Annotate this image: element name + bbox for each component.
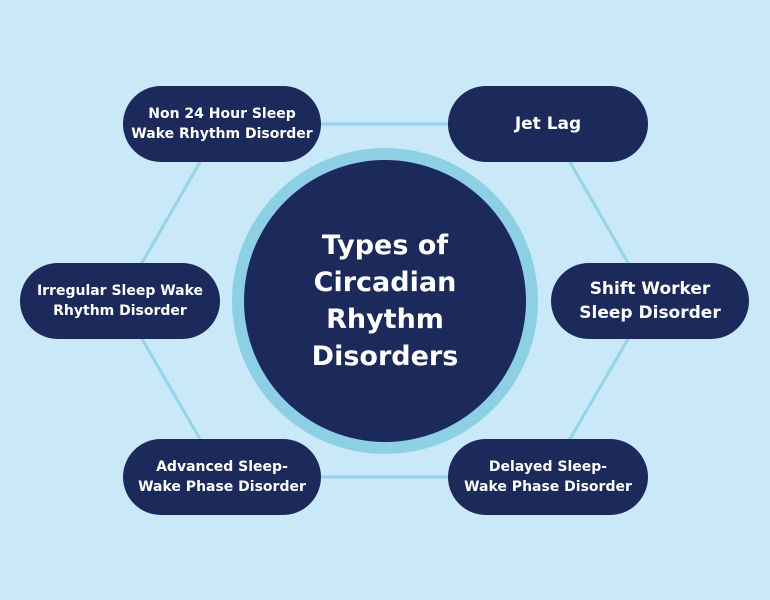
node-non-24-hour-sleep-wake: Non 24 Hour Sleep Wake Rhythm Disorder (123, 86, 321, 162)
node-label: Jet Lag (514, 114, 582, 134)
node-jet-lag: Jet Lag (448, 86, 648, 162)
node-label: Non 24 Hour Sleep Wake Rhythm Disorder (131, 106, 313, 142)
node-label: Irregular Sleep Wake Rhythm Disorder (36, 283, 204, 319)
node-label: Delayed Sleep- Wake Phase Disorder (464, 459, 632, 495)
node-irregular-sleep-wake: Irregular Sleep Wake Rhythm Disorder (20, 263, 220, 339)
node-label: Shift Worker Sleep Disorder (579, 279, 721, 323)
node-delayed-sleep-wake-phase: Delayed Sleep- Wake Phase Disorder (448, 439, 648, 515)
node-advanced-sleep-wake-phase: Advanced Sleep- Wake Phase Disorder (123, 439, 321, 515)
node-label: Advanced Sleep- Wake Phase Disorder (138, 459, 306, 495)
center-node: Types of Circadian Rhythm Disorders (244, 160, 526, 442)
node-shift-worker: Shift Worker Sleep Disorder (551, 263, 749, 339)
center-title: Types of Circadian Rhythm Disorders (311, 230, 459, 372)
